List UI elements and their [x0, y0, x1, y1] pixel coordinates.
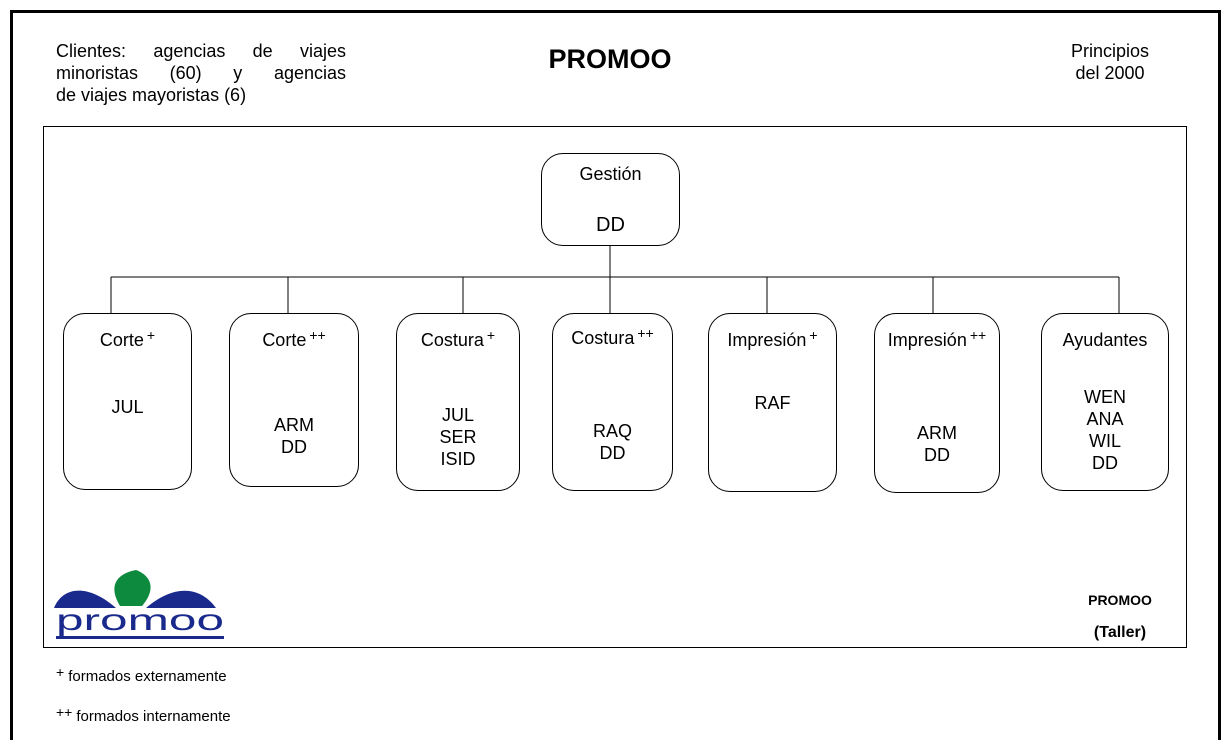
logo-leaf-left [54, 590, 116, 608]
period-line-1: Principios [1070, 41, 1150, 61]
org-box-name: WEN [1084, 387, 1126, 407]
org-chart-frame [43, 126, 1187, 648]
org-box-impresion-int: Impresión++ ARM DD [874, 313, 1000, 493]
logo-leaf-center [114, 570, 151, 606]
org-box-names: WEN ANA WIL DD [1042, 386, 1168, 474]
org-box-title: Corte [99, 330, 144, 350]
period-line-2: del 2000 [1075, 63, 1145, 83]
org-box-name: DD [596, 214, 625, 236]
org-box-title: Impresión [727, 330, 807, 350]
legend-item-external: +formados externamente [56, 664, 227, 685]
org-box-label: Gestión [579, 164, 642, 184]
period-label: Principios del 2000 [1040, 40, 1180, 84]
clients-line-2: minoristas (60) y agencias [56, 63, 346, 83]
org-box-corte-ext: Corte+ JUL [63, 313, 192, 490]
org-box-label: Costura+ [397, 327, 519, 351]
org-box-names: ARM DD [875, 422, 999, 466]
org-box-names: JUL [64, 396, 191, 418]
org-box-name: WIL [1088, 431, 1121, 451]
training-mark: + [809, 327, 818, 343]
clients-line-1: Clientes: agencias de viajes [56, 41, 346, 61]
org-box-impresion-ext: Impresión+ RAF [708, 313, 837, 492]
org-box-costura-int: Costura++ RAQ DD [552, 313, 673, 491]
org-box-corte-int: Corte++ ARM DD [229, 313, 359, 487]
org-box-names: RAF [709, 392, 836, 414]
legend-item-internal: ++formados internamente [56, 704, 231, 725]
org-box-label: Impresión++ [875, 327, 999, 351]
clients-description: Clientes: agencias de viajes minoristas … [56, 40, 346, 106]
org-box-label: Impresión+ [709, 327, 836, 351]
org-box-name: JUL [111, 397, 144, 417]
org-box-names: ARM DD [230, 414, 358, 458]
org-box-name: ANA [1086, 409, 1124, 429]
org-box-gestion: Gestión DD [541, 153, 680, 246]
training-mark: + [486, 327, 496, 343]
org-box-name: DD [924, 445, 950, 465]
logo-text: promoo [56, 604, 224, 637]
promoo-logo: promoo [54, 570, 224, 639]
org-box-name: DD [1092, 453, 1118, 473]
logo-leaf-right [146, 590, 216, 608]
org-box-name: RAF [754, 393, 791, 413]
org-box-costura-ext: Costura+ JUL SER ISID [396, 313, 520, 491]
footer-subtitle: (Taller) [1093, 624, 1147, 641]
org-box-name: DD [281, 437, 307, 457]
org-box-label: Ayudantes [1042, 330, 1168, 351]
org-box-label: Corte++ [230, 327, 358, 351]
org-box-name: DD [599, 443, 626, 463]
logo-underline [56, 636, 224, 639]
legend-text: formados externamente [68, 668, 227, 685]
org-box-name: ISID [440, 449, 476, 469]
org-box-name: ARM [917, 423, 957, 443]
training-mark: + [146, 327, 156, 343]
org-box-name: JUL [441, 405, 474, 425]
org-box-title: Impresión [887, 330, 967, 350]
legend-text: formados internamente [76, 708, 231, 725]
training-mark: ++ [969, 327, 987, 343]
org-box-name: RAQ [592, 421, 632, 441]
legend-mark: + [56, 664, 65, 680]
org-box-title: Costura [420, 330, 484, 350]
org-box-ayudantes: Ayudantes WEN ANA WIL DD [1041, 313, 1169, 491]
org-box-name: SER [439, 427, 477, 447]
org-box-names: DD [542, 214, 679, 236]
org-box-title: Costura [571, 328, 635, 348]
org-box-names: JUL SER ISID [397, 404, 519, 470]
org-box-names: RAQ DD [553, 420, 672, 464]
page-title: PROMOO [548, 44, 672, 74]
training-mark: ++ [309, 327, 326, 343]
footer-company-name: PROMOO [1088, 592, 1152, 608]
legend-mark: ++ [56, 704, 73, 720]
training-mark: ++ [637, 325, 654, 341]
org-box-title: Corte [262, 330, 307, 350]
org-box-title: Ayudantes [1062, 330, 1148, 350]
org-box-label: Corte+ [64, 327, 191, 351]
clients-line-3: de viajes mayoristas (6) [56, 85, 247, 105]
org-box-name: ARM [274, 415, 314, 435]
outer-frame [10, 10, 1221, 740]
org-box-label: Costura++ [553, 325, 672, 349]
